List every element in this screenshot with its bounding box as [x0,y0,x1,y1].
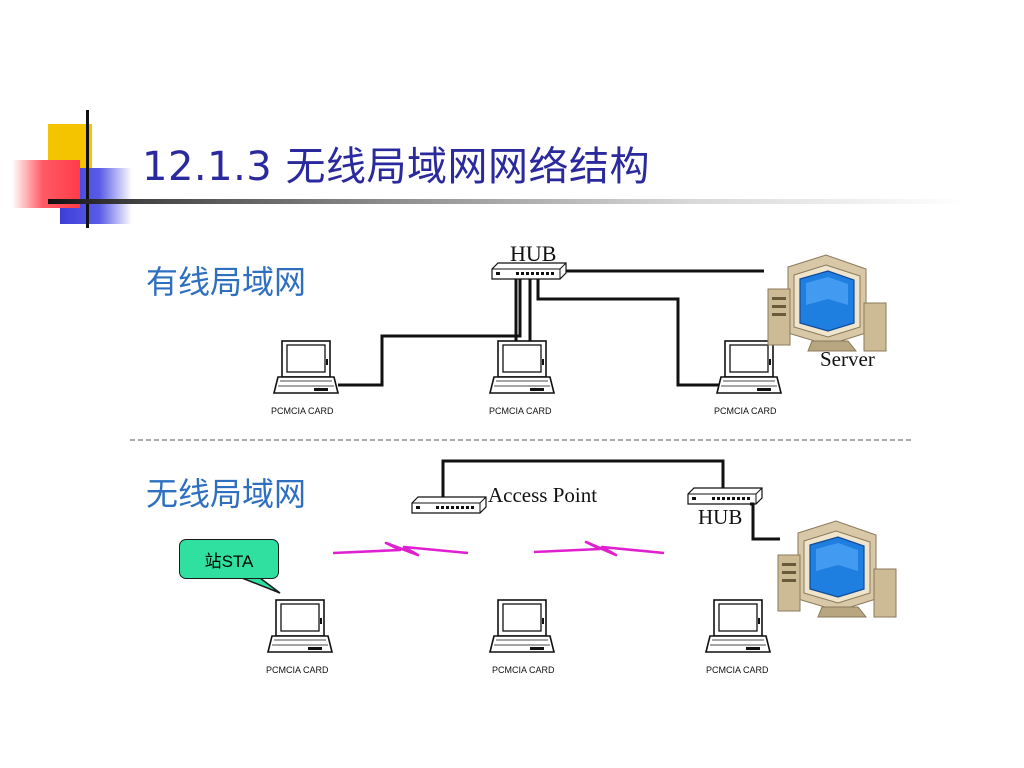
wired-link-left [338,279,522,387]
wired-server-icon [767,254,887,352]
access-point-icon [411,496,487,514]
wired-link-right [536,279,722,387]
wired-section-label: 有线局域网 [146,263,307,301]
wireless-laptop-1 [267,599,333,653]
wired-card-label-3: PCMCIA CARD [714,406,777,416]
title-underline [48,199,968,204]
decor-vertical-line [86,110,89,228]
wireless-card-label-3: PCMCIA CARD [706,665,769,675]
station-callout: 站STA [179,539,279,579]
server-label: Server [820,347,875,371]
wireless-laptop-2 [489,599,555,653]
wireless-signal-right [533,540,665,557]
wired-laptop-3 [716,340,782,394]
wireless-section [241,459,897,653]
wired-hub-label: HUB [510,241,557,266]
callout-tail [241,577,281,594]
network-diagram: 有线局域网 无线局域网 HUB Server PCMCIA CARD PCMCI… [128,233,915,688]
wireless-signal-left [332,541,469,557]
wired-laptop-1 [273,340,339,394]
access-point-label: Access Point [488,483,598,507]
wireless-section-label: 无线局域网 [146,475,307,513]
wired-laptop-2 [489,340,555,394]
ap-hub-link [441,459,725,497]
wireless-hub-icon [687,487,763,505]
diagram-canvas [130,254,913,653]
slide-title: 12.1.3 无线局域网网络结构 [142,144,650,190]
hub-server-link [750,502,780,541]
wireless-card-label-2: PCMCIA CARD [492,665,555,675]
wired-card-label-2: PCMCIA CARD [489,406,552,416]
wired-section [273,254,887,394]
wireless-server-icon [777,520,897,618]
wired-card-label-1: PCMCIA CARD [271,406,334,416]
wireless-card-label-1: PCMCIA CARD [266,665,329,675]
wireless-hub-label: HUB [698,505,743,529]
wireless-laptop-3 [705,599,771,653]
